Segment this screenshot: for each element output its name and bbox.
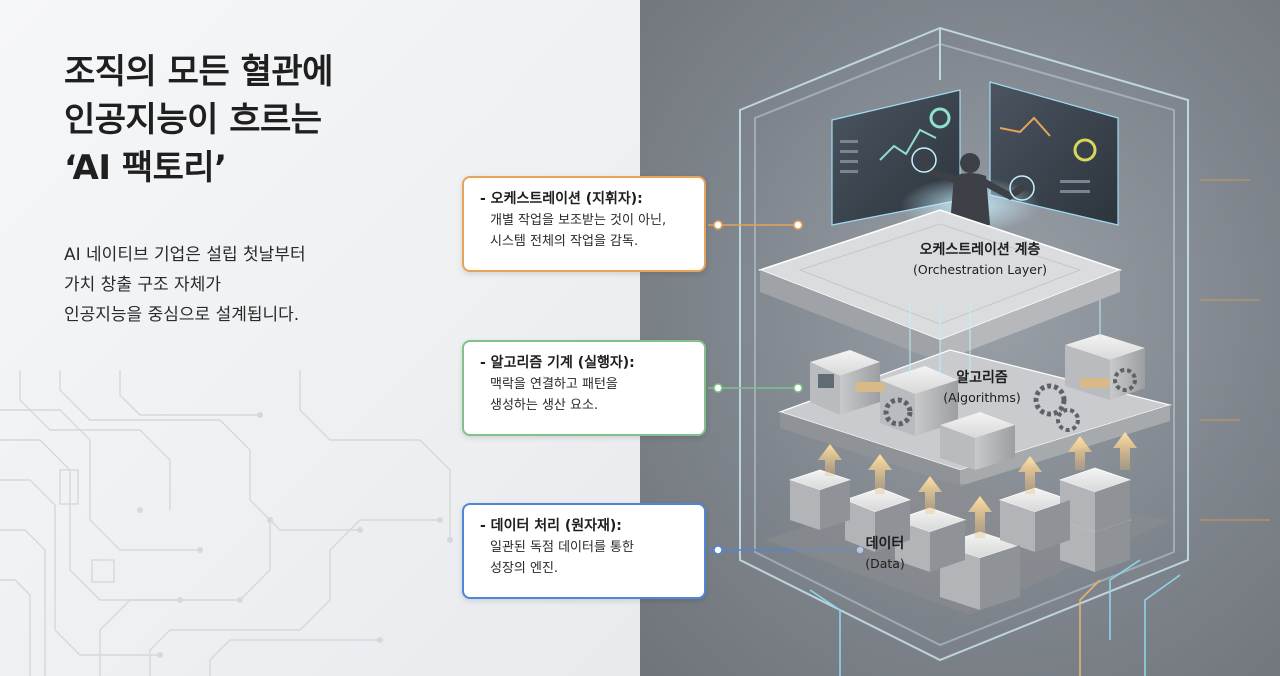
orchestration-label-en: (Orchestration Layer)	[913, 262, 1047, 277]
callout-data: - 데이터 처리 (원자재): 일관된 독점 데이터를 통한 성장의 엔진.	[462, 503, 706, 599]
gear-icon	[1056, 408, 1080, 432]
callout-algorithms: - 알고리즘 기계 (실행자): 맥락을 연결하고 패턴을 생성하는 생산 요소…	[462, 340, 706, 436]
data-label-ko: 데이터	[866, 535, 905, 552]
algorithms-label-ko: 알고리즘	[956, 370, 1008, 386]
callout-orchestration-desc-1: 개별 작업을 보조받는 것이 아닌,	[490, 213, 667, 228]
body-line-2: 가치 창출 구조 자체가	[64, 275, 221, 295]
headline: 조직의 모든 혈관에 인공지능이 흐르는 ‘AI 팩토리’	[64, 48, 464, 192]
headline-line-3: ‘AI 팩토리’	[64, 148, 227, 188]
headline-line-1: 조직의 모든 혈관에	[64, 52, 333, 92]
gear-icon	[1033, 383, 1067, 417]
callout-algorithms-desc-1: 맥락을 연결하고 패턴을	[490, 377, 618, 392]
machine-block	[940, 412, 1015, 470]
callout-orchestration-desc-2: 시스템 전체의 작업을 감독.	[490, 234, 639, 249]
headline-line-2: 인공지능이 흐르는	[64, 100, 322, 140]
circuit-traces	[809, 179, 1270, 676]
body-text: AI 네이티브 기업은 설립 첫날부터 가치 창출 구조 자체가 인공지능을 중…	[64, 240, 424, 330]
body-line-1: AI 네이티브 기업은 설립 첫날부터	[64, 245, 306, 265]
callout-data-desc-1: 일관된 독점 데이터를 통한	[490, 540, 634, 555]
orchestration-platform	[757, 209, 1123, 362]
gear-icon	[1113, 368, 1137, 392]
data-layer	[765, 467, 1170, 615]
body-line-3: 인공지능을 중심으로 설계됩니다.	[64, 305, 300, 325]
callout-data-title: - 데이터 처리 (원자재):	[480, 518, 622, 534]
callout-algorithms-title: - 알고리즘 기계 (실행자):	[480, 355, 635, 371]
algorithm-layer	[778, 334, 1173, 486]
up-arrow-icon	[818, 432, 1137, 538]
line-chart-icon	[879, 128, 937, 161]
circuit-pattern-background	[0, 370, 453, 676]
left-panel	[0, 0, 640, 676]
gear-icon	[883, 397, 913, 427]
callout-orchestration: - 오케스트레이션 (지휘자): 개별 작업을 보조받는 것이 아닌, 시스템 …	[462, 176, 706, 272]
callout-data-desc-2: 성장의 엔진.	[490, 561, 559, 576]
ai-factory-diagram: 오케스트레이션 계층 (Orchestration Layer) 알고리즘 (A…	[708, 26, 1270, 676]
data-label-en: (Data)	[865, 556, 905, 571]
orchestration-label-ko: 오케스트레이션 계층	[920, 241, 1041, 258]
callout-algorithms-desc-2: 생성하는 생산 요소.	[490, 398, 599, 413]
donut-chart-icon	[929, 107, 951, 129]
callout-orchestration-title: - 오케스트레이션 (지휘자):	[480, 191, 643, 207]
algorithms-label-en: (Algorithms)	[943, 390, 1020, 405]
glass-frame	[739, 26, 1189, 662]
light-beams	[909, 300, 1101, 380]
